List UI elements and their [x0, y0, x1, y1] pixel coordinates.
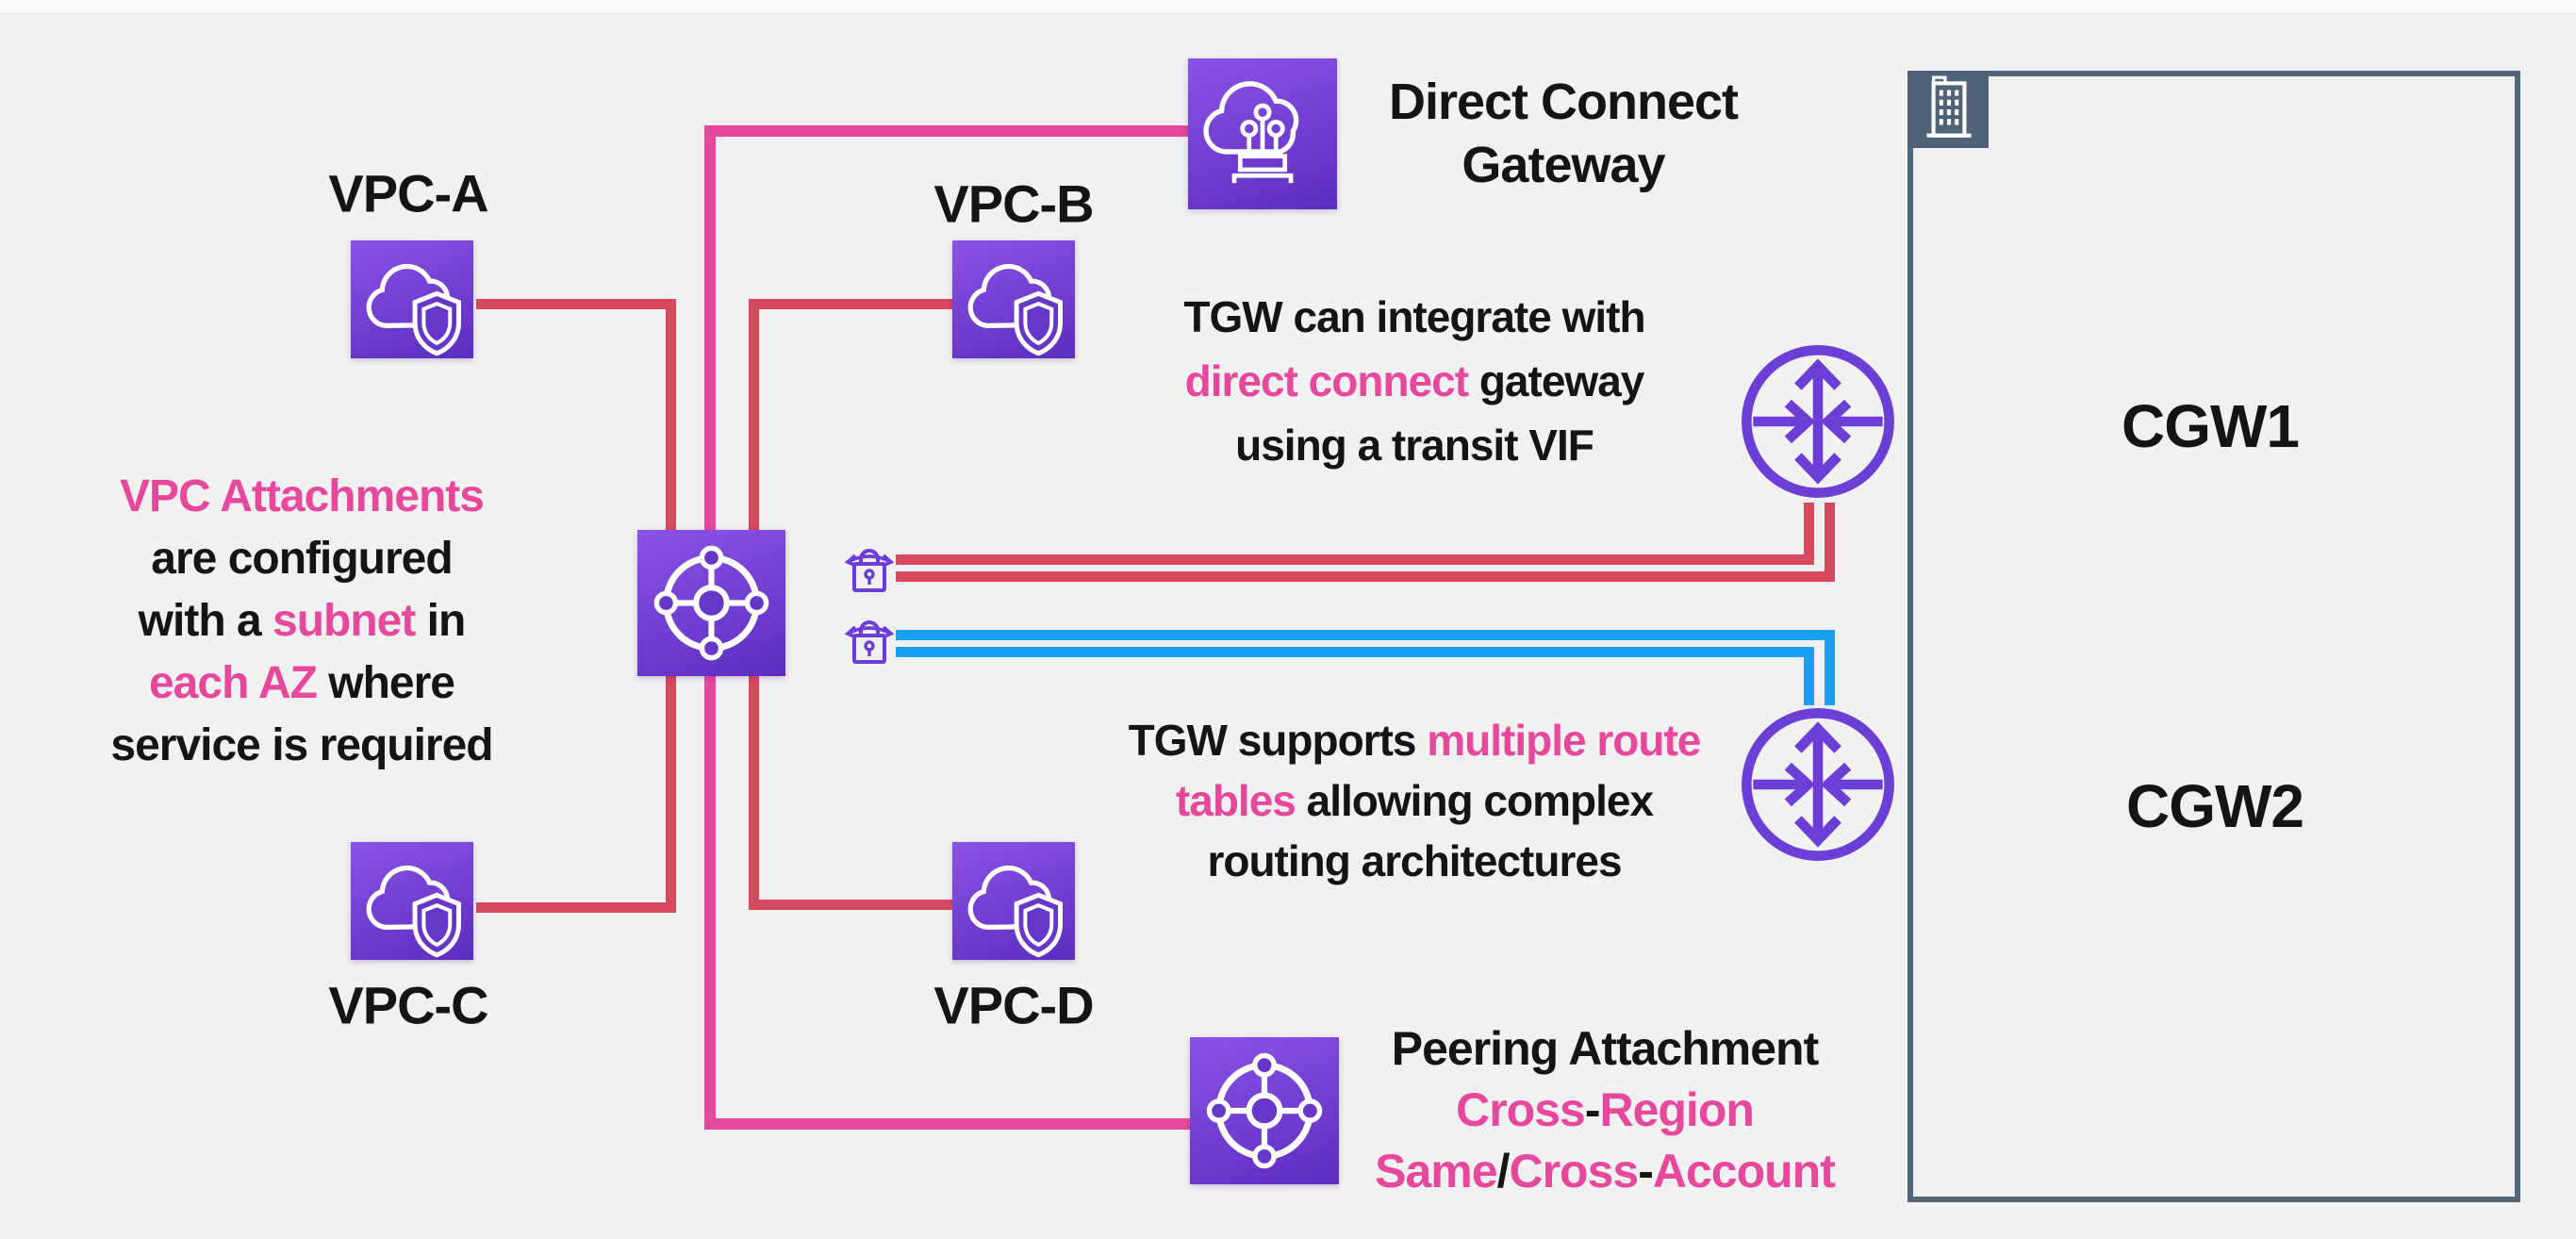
connector-vpc-a-vertical: [666, 299, 676, 537]
top-strip: [0, 0, 2576, 12]
vpc-d-icon: [952, 842, 1075, 960]
connector-vpc-c-vertical: [666, 669, 676, 913]
connector-vpc-d-horizontal: [749, 900, 954, 910]
connector-vpc-d-vertical: [749, 669, 759, 910]
customer-gateway-box: [1907, 71, 2520, 1202]
vpn-lock-icon-blue-tunnel: [845, 611, 894, 668]
vpn-tunnel-red-line-1: [896, 554, 1814, 565]
connector-vpc-a-horizontal: [476, 299, 676, 309]
building-icon: [1907, 71, 1989, 148]
vpn-tunnel-red-line-1-riser: [1804, 503, 1814, 565]
vpc-a-icon: [351, 240, 473, 358]
vpc-a-label: VPC-A: [328, 163, 488, 223]
cgw1-label: CGW1: [2122, 392, 2300, 460]
connector-tgw-dcg-vertical: [704, 125, 716, 537]
direct-connect-gateway-icon: [1188, 58, 1337, 209]
connector-tgw-dcg-horizontal: [704, 125, 1192, 137]
vpc-c-label: VPC-C: [328, 975, 488, 1035]
connector-vpc-b-vertical: [749, 299, 759, 537]
router-icon-cgw1: [1735, 339, 1901, 504]
connector-vpc-b-horizontal: [749, 299, 954, 309]
vpn-tunnel-red-line-2: [896, 571, 1835, 582]
peering-attachment-icon: [1190, 1037, 1339, 1184]
cgw2-label: CGW2: [2126, 772, 2304, 840]
vpn-lock-icon-red-tunnel: [845, 539, 894, 596]
corporate-datacenter-badge: [1907, 71, 1989, 148]
vpc-d-label: VPC-D: [933, 975, 1094, 1035]
vpc-b-label: VPC-B: [933, 173, 1094, 234]
direct-connect-gateway-title: Direct Connect Gateway: [1388, 71, 1739, 197]
router-icon-cgw2: [1735, 702, 1901, 867]
vpn-tunnel-blue-line-1: [896, 630, 1835, 640]
vpn-tunnel-blue-line-2-drop: [1804, 647, 1814, 705]
vpc-b-icon: [952, 240, 1075, 358]
direct-connect-gateway-title-line2: Gateway: [1461, 137, 1665, 193]
transit-gateway-icon: [637, 530, 785, 676]
vpc-c-icon: [351, 842, 473, 960]
vpn-tunnel-blue-line-1-drop: [1825, 630, 1835, 705]
connector-tgw-peering-vertical: [704, 669, 716, 1130]
vpn-tunnel-red-line-2-riser: [1825, 503, 1835, 582]
direct-connect-gateway-title-line1: Direct Connect: [1388, 74, 1739, 130]
connector-vpc-c-horizontal: [476, 902, 676, 913]
connector-tgw-peering-horizontal: [704, 1118, 1192, 1130]
vpn-tunnel-blue-line-2: [896, 647, 1814, 657]
